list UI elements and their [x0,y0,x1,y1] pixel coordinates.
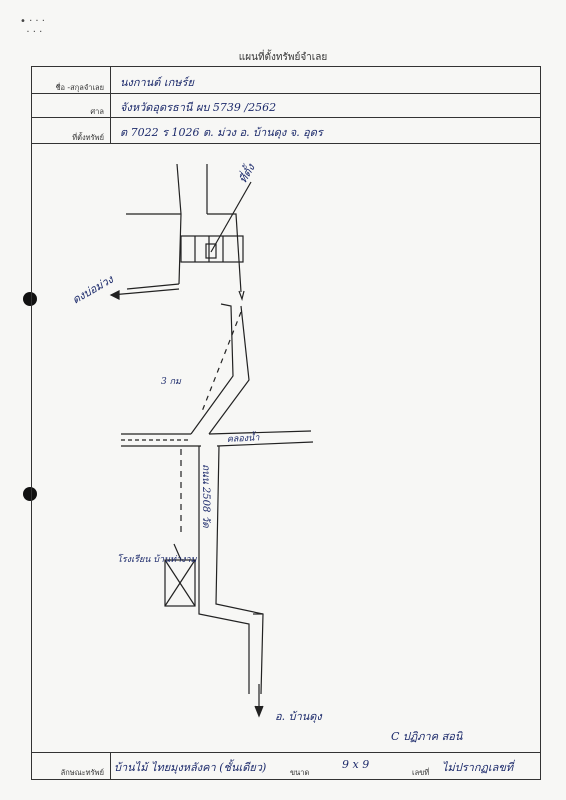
road-distance-label: 3 กม [161,377,182,387]
binder-hole-bottom [23,487,37,501]
school-landmark [164,559,196,607]
defendant-value: นงกานต์ เกษร์ย [120,76,194,89]
left-arrow-label: ดงบ่อม่วง [70,272,117,307]
number-value: ไม่ปรากฏเลขที่ [442,761,514,774]
size-label: ขนาด [290,768,310,777]
landmark-label: โรงเรียน บ้านท่างาม [117,553,198,565]
page-title: แผนที่ตั้งทรัพย์จำเลย [238,52,328,63]
cross-road [121,430,314,447]
column-divider [110,93,111,117]
court-row: ศาล จังหวัดอุดรธานี ผบ 5739 /2562 [32,93,540,118]
road-dashed [200,311,242,415]
column-divider [110,67,111,93]
column-divider [110,753,111,779]
property-row: ลักษณะทรัพย์ บ้านไม้ ไทยมุงหลังคา (ชั้นเ… [32,752,540,779]
number-label: เลขที่ [412,768,430,777]
size-value: 9 x 9 [342,758,370,771]
defendant-label: ชื่อ -สกุลจำเลย [55,83,104,92]
road-diagonal [190,303,250,435]
location-value: ต 7022 ร 1026 ต. ม่วง อ. บ้านดุง จ. อุดร [120,126,323,139]
vertical-road-label: ถนน 2508 วัด [200,464,211,528]
binder-hole-top [23,292,37,306]
road-upper-cross [126,213,242,293]
property-label: ลักษณะทรัพย์ [60,768,104,777]
left-arrow-line [110,288,180,296]
house-label: ที่ตั้ง [235,159,259,185]
location-row: ที่ตั้งทรัพย์ ต 7022 ร 1026 ต. ม่วง อ. บ… [32,117,540,144]
scan-specks: • · · · · · · [20,16,45,38]
bottom-arrow-label: อ. บ้านดุง [275,710,323,723]
court-label: ศาล [90,107,104,116]
court-value: จังหวัดอุดรธานี ผบ 5739 /2562 [120,101,277,114]
defendant-row: ชื่อ -สกุลจำเลย นงกานต์ เกษร์ย [32,67,540,94]
location-sketch-map: ที่ตั้ง ดงบ่อม่วง 3 กม คลองน้ำ ถนน 2508 … [70,159,463,743]
road-top [176,163,208,285]
property-map-form: ชื่อ -สกุลจำเลย นงกานต์ เกษร์ย ศาล จังหว… [31,66,541,780]
signature: C ปฏิภาค สอนิ [391,730,463,743]
property-value: บ้านไม้ ไทยมุงหลังคา (ชั้นเดียว) [114,761,267,774]
house-block [180,235,244,263]
location-label: ที่ตั้งทรัพย์ [72,133,104,142]
house-pointer [210,181,252,253]
column-divider [110,117,111,143]
cross-road-label: คลองน้ำ [226,430,260,445]
road-vertical [198,445,264,695]
